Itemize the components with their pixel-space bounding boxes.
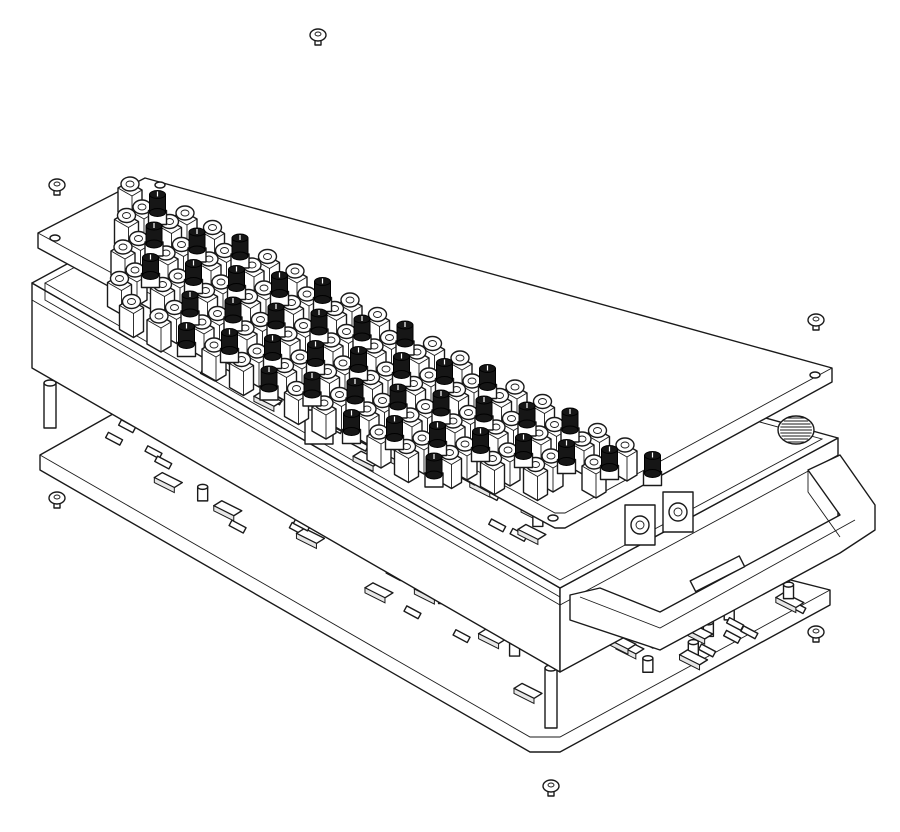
screws xyxy=(48,28,825,797)
ic-chip xyxy=(477,628,508,650)
standoff-left xyxy=(43,379,57,429)
knob xyxy=(144,221,164,257)
ic-chip xyxy=(517,523,547,546)
knob xyxy=(431,389,451,425)
knob xyxy=(183,259,204,295)
ic-chip xyxy=(678,649,709,671)
top-panel xyxy=(37,176,833,529)
screw xyxy=(542,779,560,797)
knob xyxy=(424,452,444,488)
screw xyxy=(807,625,825,643)
screw xyxy=(48,491,66,509)
screw xyxy=(309,28,327,46)
resistor xyxy=(722,629,742,644)
knob xyxy=(230,233,250,269)
knob xyxy=(262,334,283,370)
knob xyxy=(305,340,326,376)
knob xyxy=(302,371,322,407)
knob xyxy=(147,190,168,226)
resistor xyxy=(452,629,471,644)
knob xyxy=(556,439,577,475)
knob xyxy=(384,415,405,451)
panel-knobs xyxy=(140,190,663,488)
knob xyxy=(352,314,372,350)
knob xyxy=(599,445,620,481)
capacitor xyxy=(782,581,795,600)
knob xyxy=(140,253,161,289)
jack-socket xyxy=(118,293,145,339)
knob xyxy=(470,427,491,463)
knob xyxy=(219,328,240,364)
knob xyxy=(341,409,362,445)
knob xyxy=(259,365,279,401)
resistor xyxy=(725,616,745,632)
knob xyxy=(187,227,207,263)
screw xyxy=(807,313,825,331)
resistor xyxy=(104,431,124,446)
capacitor xyxy=(642,655,654,673)
knob xyxy=(474,395,494,431)
knob xyxy=(309,308,329,344)
resistor xyxy=(488,518,507,533)
side-jacks xyxy=(624,491,694,546)
knob xyxy=(388,383,408,419)
screw xyxy=(48,178,66,196)
knob xyxy=(266,302,286,338)
standoff-front xyxy=(544,664,558,729)
knob xyxy=(427,421,448,457)
resistor xyxy=(154,455,173,470)
knob xyxy=(391,352,412,388)
capacitor xyxy=(196,483,209,502)
resistor xyxy=(228,519,247,534)
ic-chip xyxy=(153,471,184,494)
knob xyxy=(477,364,498,400)
knob xyxy=(223,296,243,332)
carry-handle xyxy=(569,454,876,651)
knob xyxy=(345,377,365,413)
panel-mount-holes xyxy=(49,181,821,522)
resistor xyxy=(697,643,717,658)
ic-chip xyxy=(513,682,543,705)
knob xyxy=(513,433,534,469)
ic-chip xyxy=(213,500,243,522)
jack-socket xyxy=(479,450,506,496)
knob xyxy=(560,407,580,443)
knob xyxy=(348,346,369,382)
resistor xyxy=(403,605,422,620)
knob xyxy=(312,277,333,313)
knob xyxy=(269,271,290,307)
standoffs xyxy=(43,379,558,729)
ic-chip xyxy=(295,527,326,550)
jack-socket xyxy=(393,438,420,484)
knob xyxy=(642,451,663,487)
ic-chip xyxy=(364,582,394,604)
jack-socket xyxy=(106,270,133,316)
knob xyxy=(434,358,455,394)
knob xyxy=(180,290,200,326)
knob xyxy=(395,320,415,356)
jack-socket xyxy=(146,308,172,353)
knob xyxy=(176,322,197,358)
knob xyxy=(517,401,537,437)
knob xyxy=(226,265,247,301)
